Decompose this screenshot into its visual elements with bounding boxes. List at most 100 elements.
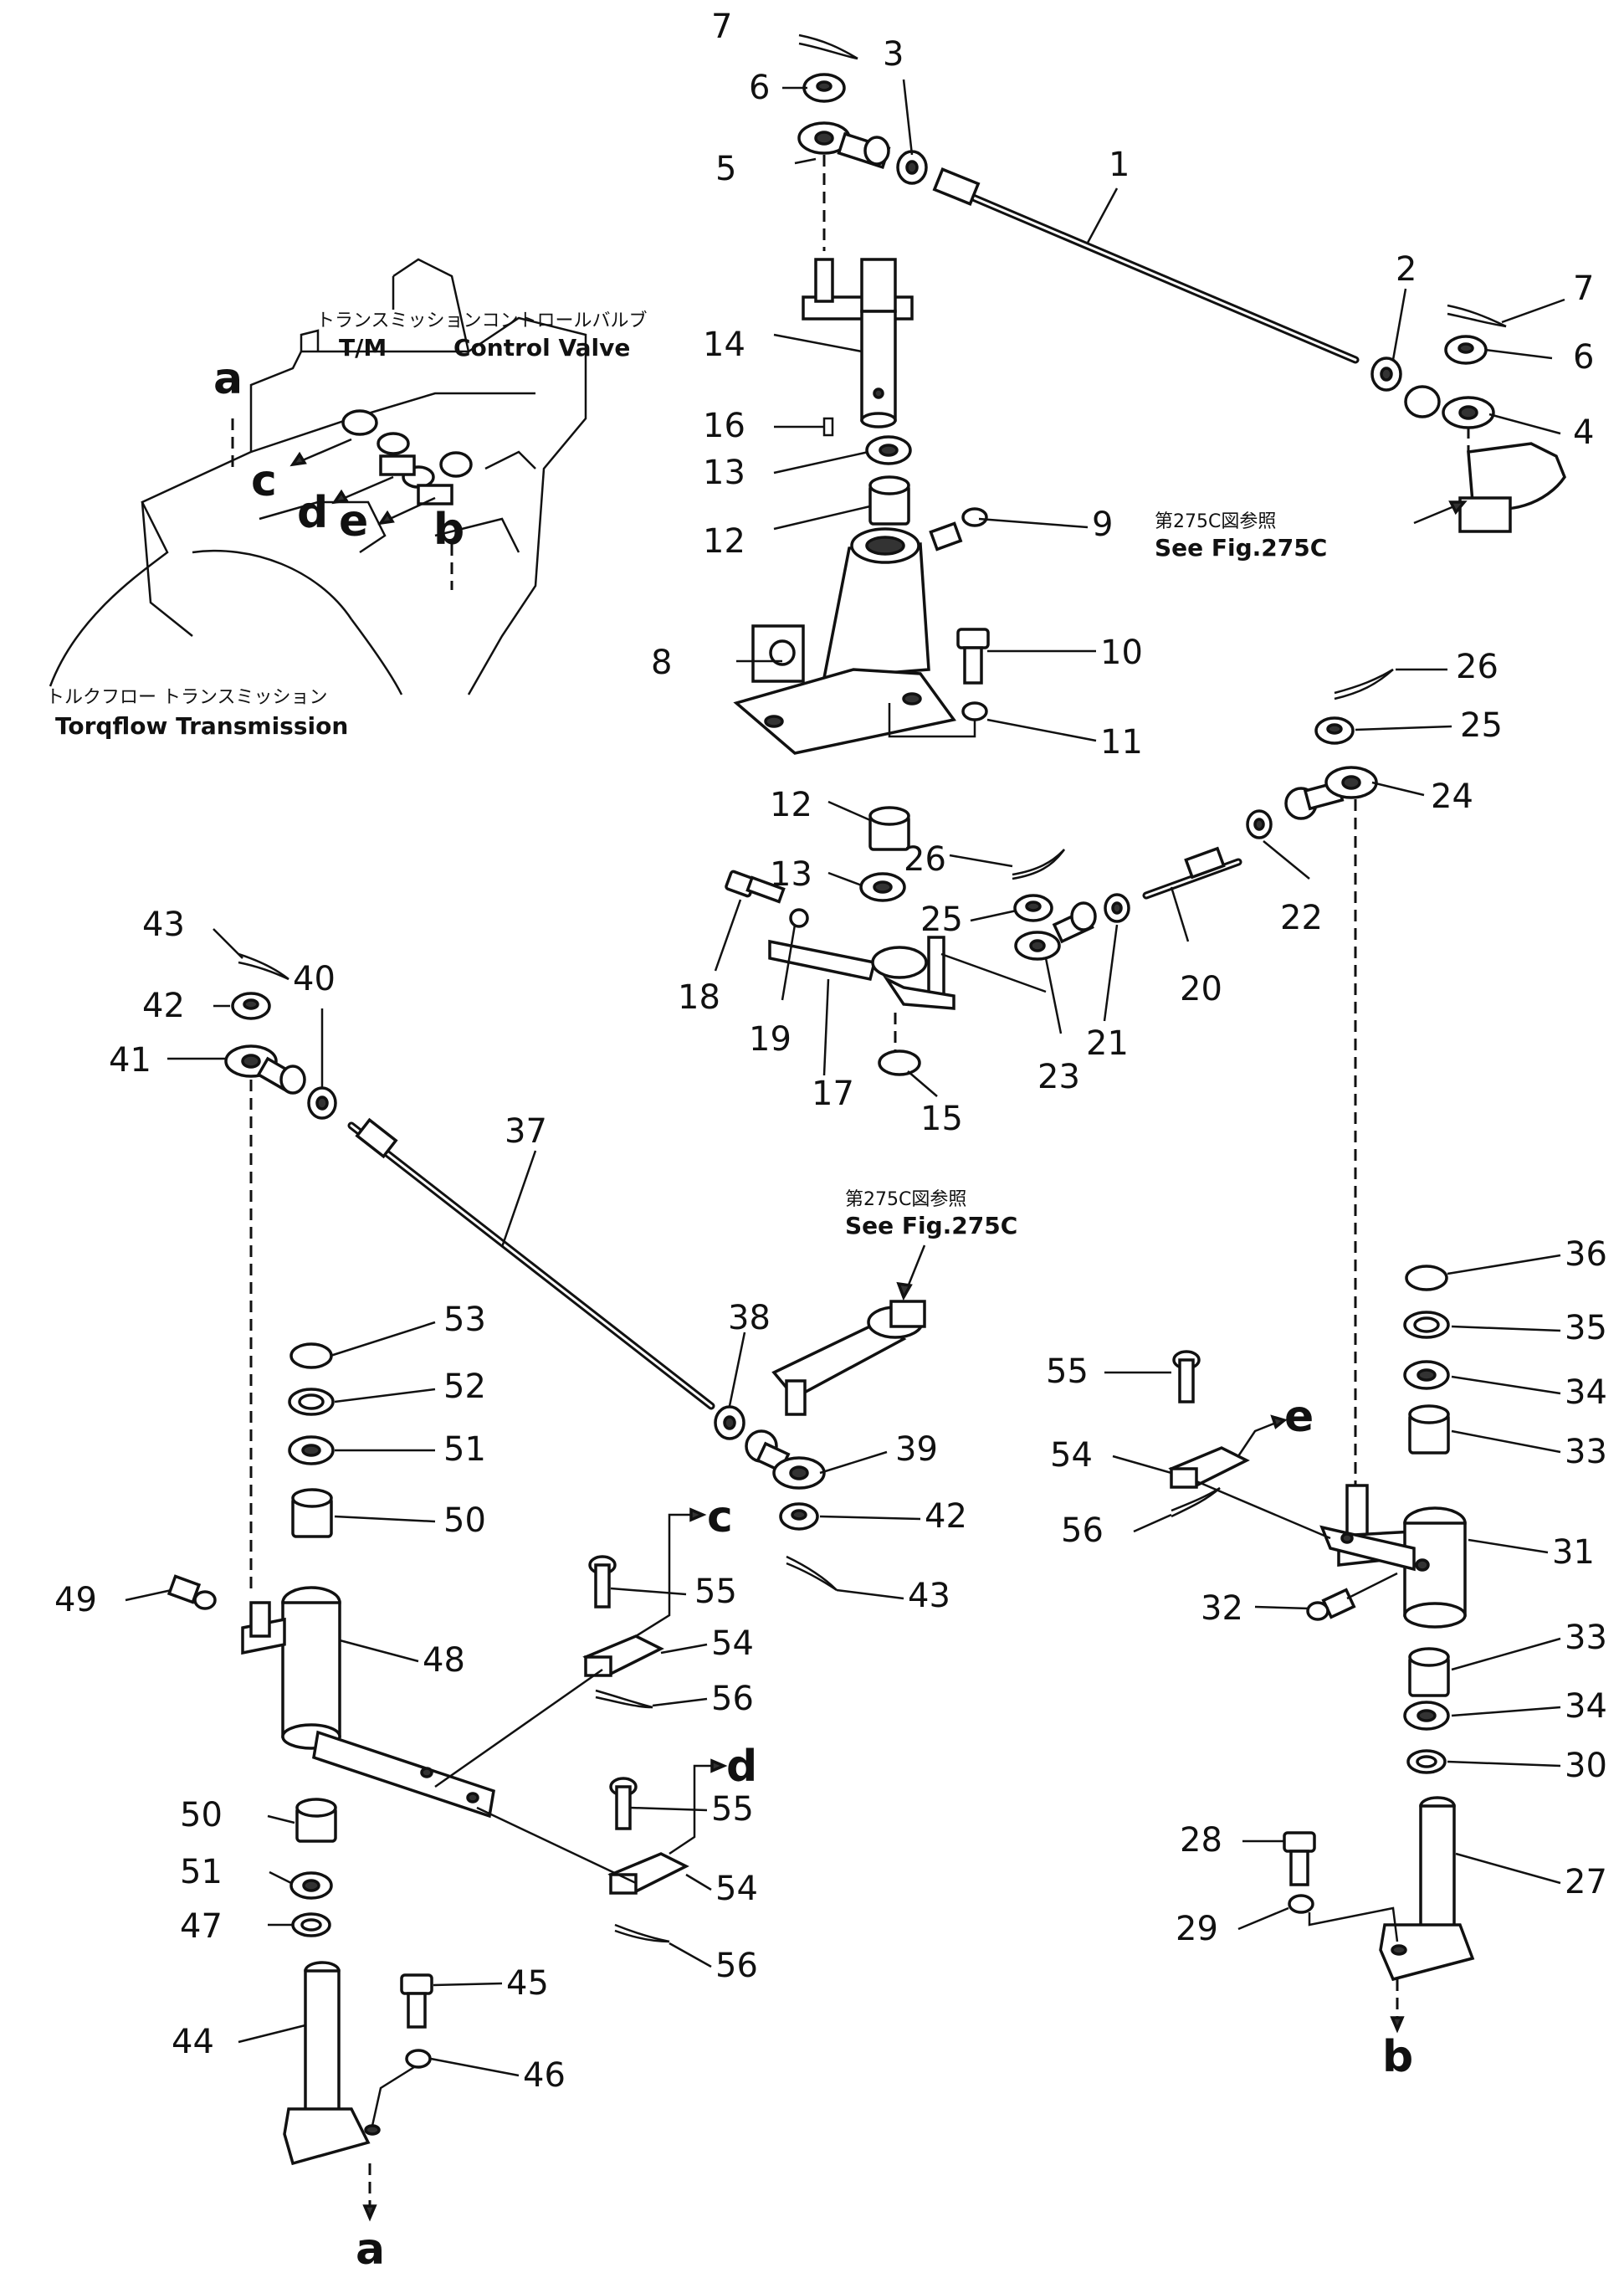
ref-top-japanese: 第275C図参照 xyxy=(1155,511,1276,532)
part-number-26: 26 xyxy=(1456,648,1498,686)
part-number-31: 31 xyxy=(1552,1533,1595,1572)
part-number-44: 44 xyxy=(172,2023,214,2061)
part-number-8: 8 xyxy=(651,644,672,682)
part-number-52: 52 xyxy=(443,1367,486,1406)
washer-52 xyxy=(288,1388,335,1416)
nut-2 xyxy=(1370,357,1402,392)
seal-51-top xyxy=(288,1435,335,1465)
nut-6-right xyxy=(1444,335,1488,365)
part-number-50: 50 xyxy=(443,1501,486,1540)
part-number-55: 55 xyxy=(711,1790,754,1829)
lever-31 xyxy=(1319,1484,1467,1629)
part-number-34: 34 xyxy=(1565,1687,1607,1726)
part-number-5: 5 xyxy=(715,150,736,188)
connection-c-top: c xyxy=(251,456,277,506)
seal-34-top xyxy=(1403,1360,1450,1390)
washer-47 xyxy=(291,1912,331,1937)
bushing-33-top xyxy=(1408,1404,1450,1455)
part-number-17: 17 xyxy=(812,1075,854,1113)
part-number-35: 35 xyxy=(1565,1309,1607,1347)
bushing-50-bottom xyxy=(295,1798,337,1843)
lever-14 xyxy=(802,258,914,428)
rod-1 xyxy=(932,167,1360,364)
cotter-56-lower-left xyxy=(614,1923,670,1943)
part-number-41: 41 xyxy=(109,1041,151,1080)
part-number-28: 28 xyxy=(1180,1821,1222,1860)
tmcv-label-tm: T/M xyxy=(339,334,387,362)
bushing-50-top xyxy=(291,1488,333,1538)
snap-ring-36 xyxy=(1405,1265,1448,1291)
washer-29 xyxy=(1288,1894,1314,1914)
part-number-2: 2 xyxy=(1396,250,1417,289)
part-number-16: 16 xyxy=(703,407,745,445)
part-number-29: 29 xyxy=(1176,1910,1218,1948)
part-number-1: 1 xyxy=(1109,146,1130,184)
cotter-7-top xyxy=(798,33,858,60)
part-number-9: 9 xyxy=(1092,505,1113,544)
part-number-7: 7 xyxy=(711,8,732,46)
part-number-26: 26 xyxy=(904,840,946,879)
torqflow-label-english: Torqflow Transmission xyxy=(55,712,348,740)
grease-fitting-9 xyxy=(929,507,988,552)
part-number-43: 43 xyxy=(908,1577,950,1615)
seal-51-bottom xyxy=(289,1871,333,1900)
ref-mid-english: See Fig.275C xyxy=(845,1212,1017,1239)
part-number-37: 37 xyxy=(505,1112,547,1151)
nut-22 xyxy=(1246,809,1273,839)
shaft-27 xyxy=(1379,1796,1475,1982)
part-number-51: 51 xyxy=(180,1853,223,1891)
lever-17 xyxy=(768,936,955,1010)
bracket-8 xyxy=(733,527,957,755)
part-number-15: 15 xyxy=(920,1100,963,1138)
clevis-54-right xyxy=(1168,1446,1250,1489)
part-number-53: 53 xyxy=(443,1301,486,1339)
part-number-42: 42 xyxy=(925,1497,967,1536)
part-number-4: 4 xyxy=(1573,413,1594,452)
part-number-56: 56 xyxy=(715,1947,758,1985)
rod-end-4 xyxy=(1404,385,1495,429)
part-number-12: 12 xyxy=(703,522,745,561)
part-number-55: 55 xyxy=(694,1573,737,1611)
nut-3 xyxy=(896,150,928,185)
part-number-47: 47 xyxy=(180,1907,223,1946)
connection-d-top: d xyxy=(297,488,328,538)
part-number-25: 25 xyxy=(920,900,963,939)
grease-fitting-49 xyxy=(166,1574,217,1610)
connection-a-top: a xyxy=(213,354,243,404)
part-number-46: 46 xyxy=(523,2056,566,2095)
part-number-25: 25 xyxy=(1460,706,1503,745)
part-numbers: 7 3 6 5 1 2 7 6 4 14 16 13 12 9 8 10 11 … xyxy=(54,8,1607,2095)
cotter-56-upper-left xyxy=(595,1689,653,1709)
part-number-54: 54 xyxy=(1050,1436,1093,1475)
grease-fitting-32 xyxy=(1306,1588,1356,1621)
part-number-32: 32 xyxy=(1201,1589,1243,1628)
cotter-26-mid xyxy=(1012,849,1066,880)
cotter-7-right xyxy=(1447,304,1507,328)
connection-b-top: b xyxy=(433,505,464,555)
transmission-connection-arrows xyxy=(231,418,453,590)
nut-21 xyxy=(1104,893,1130,923)
connection-c-mid: c xyxy=(707,1492,733,1542)
nut-25-right xyxy=(1314,716,1355,745)
part-number-42: 42 xyxy=(142,987,185,1025)
part-number-33: 33 xyxy=(1565,1433,1607,1471)
connection-a-bottom: a xyxy=(356,2224,385,2273)
part-number-34: 34 xyxy=(1565,1373,1607,1412)
cotter-56-right xyxy=(1171,1486,1221,1518)
pin-55-lower-left xyxy=(609,1777,638,1830)
part-number-33: 33 xyxy=(1565,1619,1607,1657)
part-number-18: 18 xyxy=(678,978,720,1017)
part-number-56: 56 xyxy=(711,1680,754,1718)
part-number-49: 49 xyxy=(54,1581,97,1619)
part-number-19: 19 xyxy=(749,1020,792,1059)
nut-25-mid xyxy=(1013,894,1053,922)
part-number-22: 22 xyxy=(1280,899,1323,937)
bushing-12-top xyxy=(868,475,910,526)
transmission-sketch xyxy=(49,258,587,695)
part-number-50: 50 xyxy=(180,1796,223,1834)
part-number-3: 3 xyxy=(883,35,904,74)
part-number-51: 51 xyxy=(443,1430,486,1469)
washer-30 xyxy=(1406,1749,1447,1774)
washer-19 xyxy=(789,908,809,928)
